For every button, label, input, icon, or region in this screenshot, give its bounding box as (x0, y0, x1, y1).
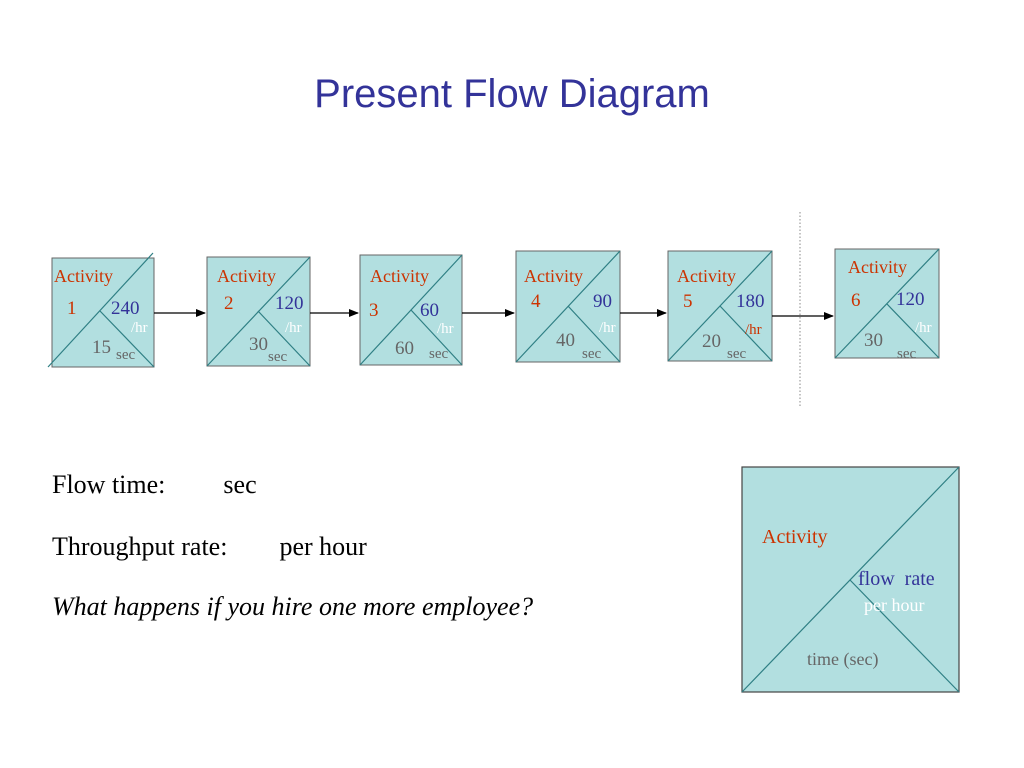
flow-rate-value: 90 (593, 291, 612, 312)
activity-box-1: Activity 1 240 /hr 15 sec (47, 252, 155, 368)
flow-rate-unit: /hr (437, 321, 454, 337)
time-unit: sec (429, 346, 448, 362)
time-value: 30 (864, 330, 883, 351)
time-unit: sec (727, 346, 746, 362)
time-unit: sec (116, 347, 135, 363)
flow-rate-value: 120 (896, 289, 925, 310)
legend-flow-rate-label: flow rate (858, 568, 935, 590)
activity-number: 3 (369, 300, 379, 321)
time-value: 30 (249, 334, 268, 355)
flow-rate-unit: /hr (599, 320, 616, 336)
throughput-label: Throughput rate: (52, 532, 228, 561)
activity-number: 2 (224, 293, 234, 314)
flow-time-line: Flow time: sec (52, 470, 257, 500)
flow-rate-unit: /hr (745, 322, 762, 338)
question-text: What happens if you hire one more employ… (52, 592, 534, 621)
activity-number: 6 (851, 290, 861, 311)
time-unit: sec (268, 349, 287, 365)
throughput-line: Throughput rate: per hour (52, 532, 367, 562)
throughput-unit: per hour (279, 532, 367, 561)
flow-rate-value: 120 (275, 293, 304, 314)
flow-rate-unit: /hr (131, 320, 148, 336)
time-value: 60 (395, 338, 414, 359)
activity-label: Activity (370, 266, 429, 286)
flow-rate-value: 60 (420, 300, 439, 321)
activity-number: 5 (683, 291, 693, 312)
time-unit: sec (582, 346, 601, 362)
flow-time-unit: sec (223, 470, 257, 499)
activity-box-2: Activity 2 120 /hr 30 sec (206, 256, 311, 367)
flow-rate-unit: /hr (915, 320, 932, 336)
page-title: Present Flow Diagram (314, 72, 710, 116)
time-value: 15 (92, 337, 111, 358)
activity-box-6: Activity 6 120 /hr 30 sec (834, 248, 940, 362)
activity-label: Activity (848, 257, 907, 277)
flow-rate-value: 240 (111, 298, 140, 319)
flow-time-label: Flow time: (52, 470, 166, 499)
flow-rate-value: 180 (736, 291, 765, 312)
legend-activity-label: Activity (762, 526, 828, 548)
activity-box-3: Activity 3 60 /hr 60 sec (359, 254, 463, 366)
activity-label: Activity (524, 266, 583, 286)
legend-box: Activity flow rate per hour time (sec) (741, 466, 960, 693)
activity-label: Activity (54, 266, 113, 286)
legend-per-hour-label: per hour (864, 595, 924, 615)
activity-label: Activity (677, 266, 736, 286)
activity-number: 4 (531, 291, 541, 312)
flow-rate-unit: /hr (285, 320, 302, 336)
legend-time-label: time (sec) (807, 649, 878, 670)
activity-box-4: Activity 4 90 /hr 40 sec (515, 250, 621, 363)
activity-number: 1 (67, 298, 77, 319)
activity-label: Activity (217, 266, 276, 286)
time-unit: sec (897, 346, 916, 362)
time-value: 20 (702, 331, 721, 352)
time-value: 40 (556, 330, 575, 351)
activity-box-5: Activity 5 180 /hr 20 sec (667, 250, 773, 362)
